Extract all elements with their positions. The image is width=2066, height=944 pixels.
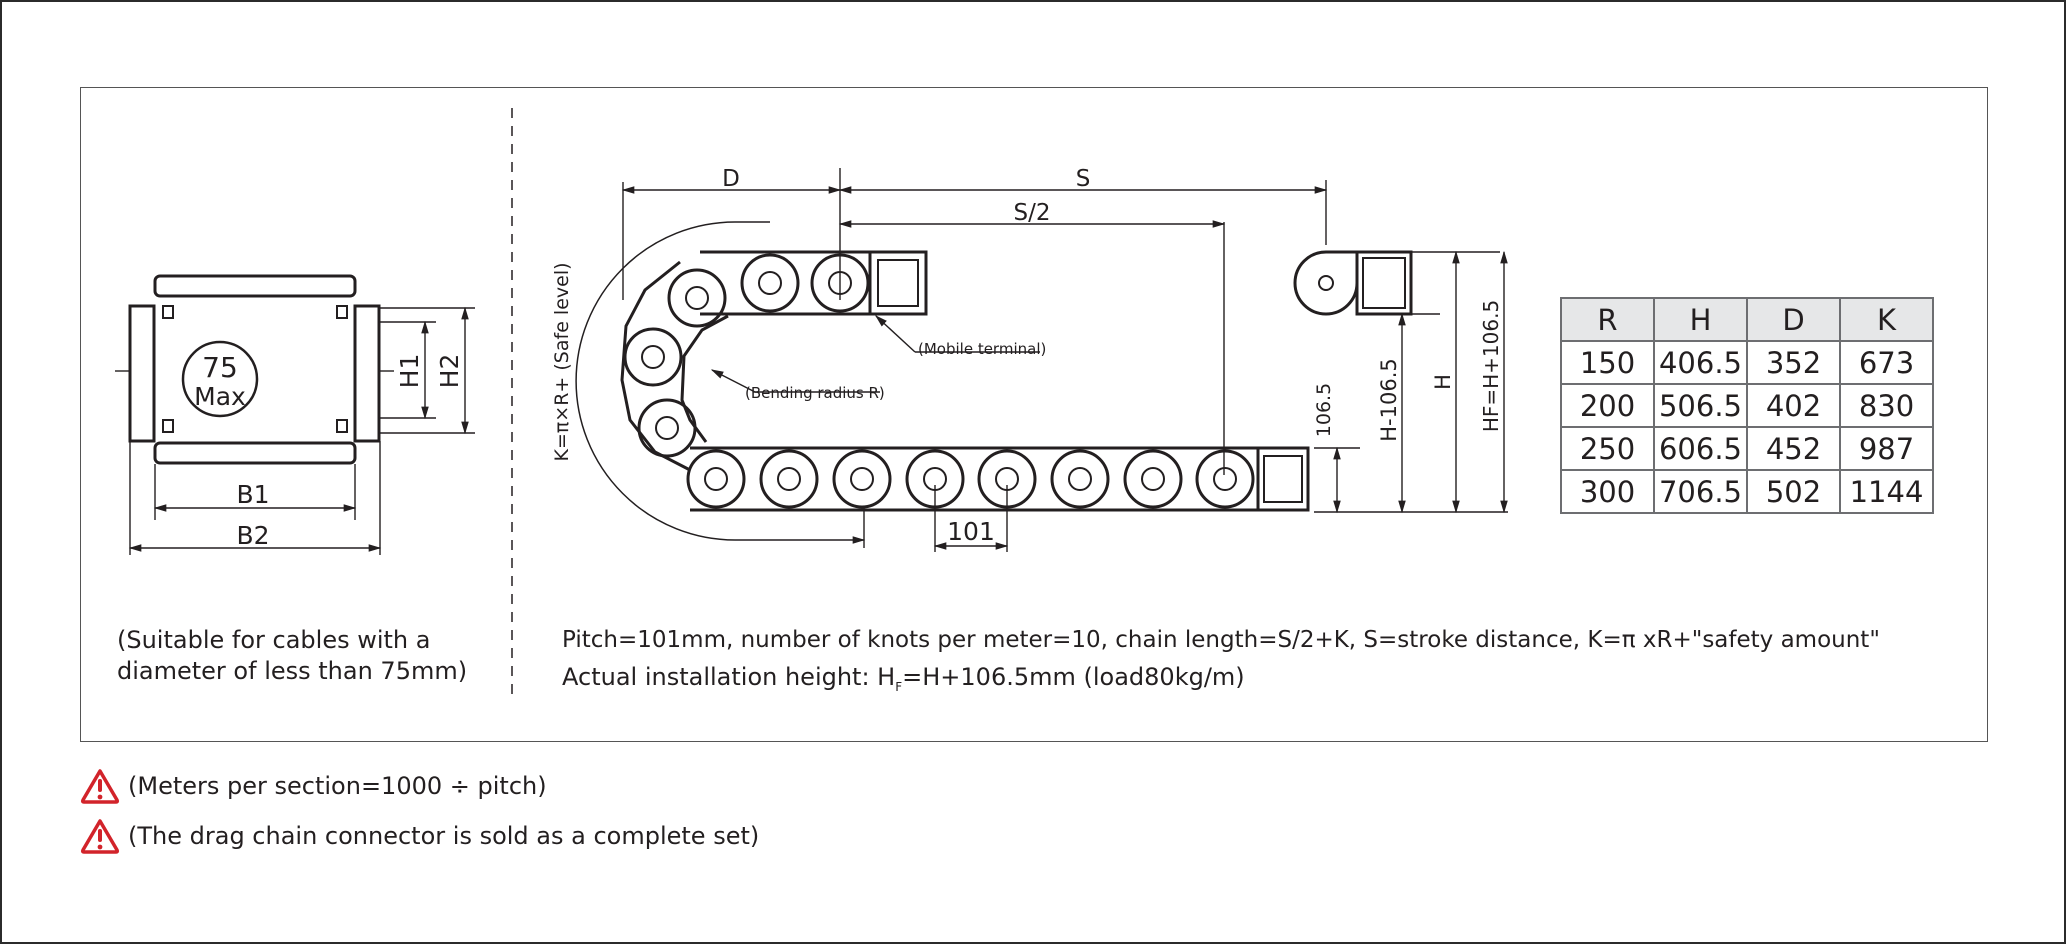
table-header-d: D [1746,297,1841,342]
dim-s-half-label: S/2 [1014,200,1051,226]
table-header-h: H [1653,297,1748,342]
description-line2: Actual installation height: HF=H+106.5mm… [562,661,1245,703]
chain-roller [759,449,819,509]
table-cell: 606.5 [1653,426,1748,471]
fixed-bracket-detail [1293,250,1413,316]
diagram-panel [80,87,1988,742]
chain-roller-pin [641,345,665,369]
table-cell: 506.5 [1653,383,1748,428]
table-cell: 300 [1560,469,1655,514]
chain-roller-pin [1068,467,1092,491]
table-cell: 250 [1560,426,1655,471]
chain-roller [1050,449,1110,509]
note-text: (Meters per section=1000 ÷ pitch) [128,772,547,800]
chain-roller [1123,449,1183,509]
chain-roller [832,449,892,509]
capacity-unit: Max [194,382,246,411]
fixed-end-bracket [1256,446,1310,512]
table-cell: 502 [1746,469,1841,514]
chain-link-plate [680,314,729,443]
note-text: (The drag chain connector is sold as a c… [128,822,760,850]
table-cell: 150 [1560,340,1655,385]
note-connector-sold-as-set: (The drag chain connector is sold as a c… [80,818,759,854]
mobile-end-bracket [868,250,928,316]
cross-section-caption-line2: diameter of less than 75mm) [117,657,468,685]
dim-b1-label: B1 [236,480,269,509]
chain-roller [740,253,800,313]
table-cell: 406.5 [1653,340,1748,385]
dim-1065-label: 106.5 [1313,383,1335,437]
table-cell: 402 [1746,383,1841,428]
capacity-value: 75 [202,351,238,384]
chain-roller-pin [1213,467,1237,491]
dim-h-minus-label: H-106.5 [1377,358,1401,442]
warning-icon [80,819,120,854]
description-line2-subscript: F [895,679,903,694]
chain-roller-pin [655,416,679,440]
dim-h-label: H [1431,374,1455,390]
table-header-k: K [1839,297,1934,342]
chain-roller-pin [685,286,709,310]
cross-section-view [128,274,381,465]
chain-roller-pin [704,467,728,491]
warning-icon [80,769,120,804]
description-line1: Pitch=101mm, number of knots per meter=1… [562,627,1880,653]
chain-roller-pin [850,467,874,491]
table-cell: 352 [1746,340,1841,385]
dim-h1-label: H1 [395,354,424,389]
side-view-dimensions [621,168,1508,552]
chain-bend-arc [575,221,770,541]
cross-section-dimensions [115,306,475,555]
pitch-dim-label: 101 [947,517,995,546]
chain-links [620,250,1258,512]
chain-roller [667,268,727,328]
dim-s-label: S [1076,166,1091,192]
dim-d-label: D [722,166,740,192]
table-cell: 452 [1746,426,1841,471]
dim-h2-label: H2 [435,354,464,389]
table-cell: 1144 [1839,469,1934,514]
dim-k-label: K=π×R+ (Safe level) [551,262,573,461]
chain-roller [686,449,746,509]
description-line2-prefix: Actual installation height: H [562,663,896,691]
chain-roller-pin [777,467,801,491]
table-cell: 673 [1839,340,1934,385]
note-meters-per-section: (Meters per section=1000 ÷ pitch) [80,768,547,804]
cross-section-caption-line1: (Suitable for cables with a [117,626,431,654]
table-cell: 830 [1839,383,1934,428]
description-line2-suffix: =H+106.5mm (load80kg/m) [902,663,1245,691]
bending-radius-label: (Bending radius R) [745,384,885,402]
chain-roller-pin [758,271,782,295]
mobile-terminal-label: (Mobile terminal) [918,340,1046,358]
table-header-r: R [1560,297,1655,342]
table-cell: 987 [1839,426,1934,471]
table-cell: 706.5 [1653,469,1748,514]
dim-hf-label: HF=H+106.5 [1479,300,1503,432]
chain-roller [623,327,683,387]
chain-roller [1195,449,1255,509]
chain-roller [637,398,697,458]
chain-roller-pin [1141,467,1165,491]
dim-b2-label: B2 [236,521,269,550]
table-cell: 200 [1560,383,1655,428]
